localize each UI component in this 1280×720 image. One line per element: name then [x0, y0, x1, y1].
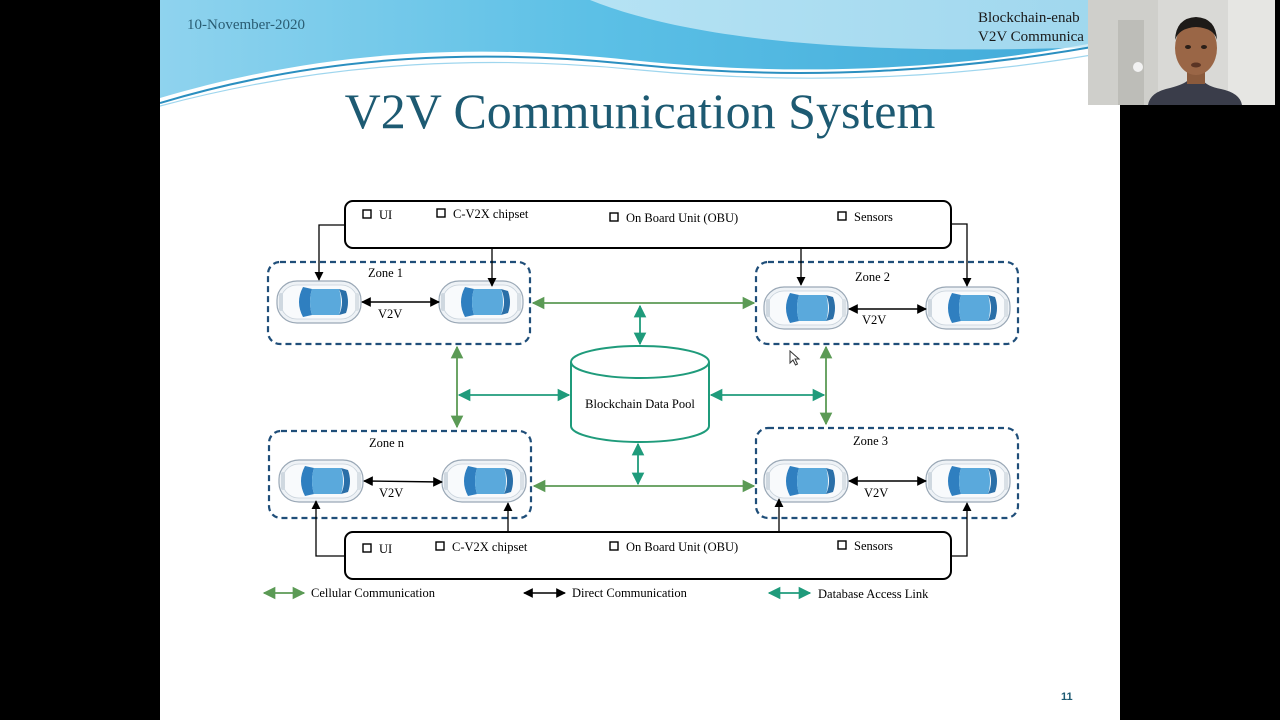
legend-database-label: Database Access Link	[818, 587, 929, 601]
slide-date: 10-November-2020	[187, 17, 306, 33]
mouse-cursor-icon	[789, 350, 801, 366]
blockchain-data-pool: Blockchain Data Pool	[570, 345, 710, 443]
checkbox-icon	[362, 209, 372, 219]
bottom-item-ui: UI	[379, 542, 392, 556]
zone-2: Zone 2 V2V	[754, 260, 1020, 346]
bottom-item-chipset: C-V2X chipset	[452, 540, 528, 554]
car-icon	[438, 280, 524, 324]
database-access-links	[457, 304, 826, 486]
zone-1: Zone 1 V2V	[266, 260, 532, 346]
legend: Cellular Communication Direct Communicat…	[262, 586, 929, 601]
top-item-chipset: C-V2X chipset	[453, 207, 529, 221]
top-item-sensors: Sensors	[854, 210, 893, 224]
header-line-2: V2V Communica	[978, 29, 1084, 45]
v2v-label: V2V	[378, 307, 402, 321]
checkbox-icon	[362, 543, 372, 553]
checkbox-icon	[435, 541, 445, 551]
zone-1-label: Zone 1	[368, 266, 403, 280]
slide-title: V2V Communication System	[344, 83, 936, 139]
checkbox-icon	[837, 540, 847, 550]
v2v-label: V2V	[379, 486, 403, 500]
bottom-item-sensors: Sensors	[854, 539, 893, 553]
v2v-label: V2V	[864, 486, 888, 500]
zone-3-label: Zone 3	[853, 434, 888, 448]
header-line-1: Blockchain-enab	[978, 10, 1080, 26]
top-item-obu: On Board Unit (OBU)	[626, 211, 738, 225]
car-icon	[441, 459, 527, 503]
car-icon	[278, 459, 364, 503]
zone-2-label: Zone 2	[855, 270, 890, 284]
car-icon	[763, 286, 849, 330]
car-icon	[763, 459, 849, 503]
zone-n: Zone n V2V	[267, 429, 533, 520]
direct-links	[311, 223, 972, 557]
header-wave-decoration	[160, 0, 1120, 107]
zone-3: Zone 3 V2V	[754, 426, 1020, 520]
car-icon	[925, 286, 1011, 330]
v2v-label: V2V	[862, 313, 886, 327]
checkbox-icon	[837, 211, 847, 221]
database-label: Blockchain Data Pool	[585, 397, 695, 411]
checkbox-icon	[436, 208, 446, 218]
cellular-links	[450, 296, 833, 493]
bottom-item-obu: On Board Unit (OBU)	[626, 540, 738, 554]
top-item-ui: UI	[379, 208, 392, 222]
slide-header-text: Blockchain-enab V2V Communica	[978, 9, 1084, 47]
car-icon	[276, 280, 362, 324]
legend-cellular-label: Cellular Communication	[311, 586, 436, 600]
checkbox-icon	[609, 541, 619, 551]
presentation-slide: 10-November-2020 Blockchain-enab V2V Com…	[160, 0, 1120, 720]
car-icon	[925, 459, 1011, 503]
zone-n-label: Zone n	[369, 436, 405, 450]
legend-direct-label: Direct Communication	[572, 586, 688, 600]
slide-page-number: 11	[1061, 691, 1073, 703]
checkbox-icon	[609, 212, 619, 222]
presenter-webcam-video	[1088, 0, 1275, 105]
